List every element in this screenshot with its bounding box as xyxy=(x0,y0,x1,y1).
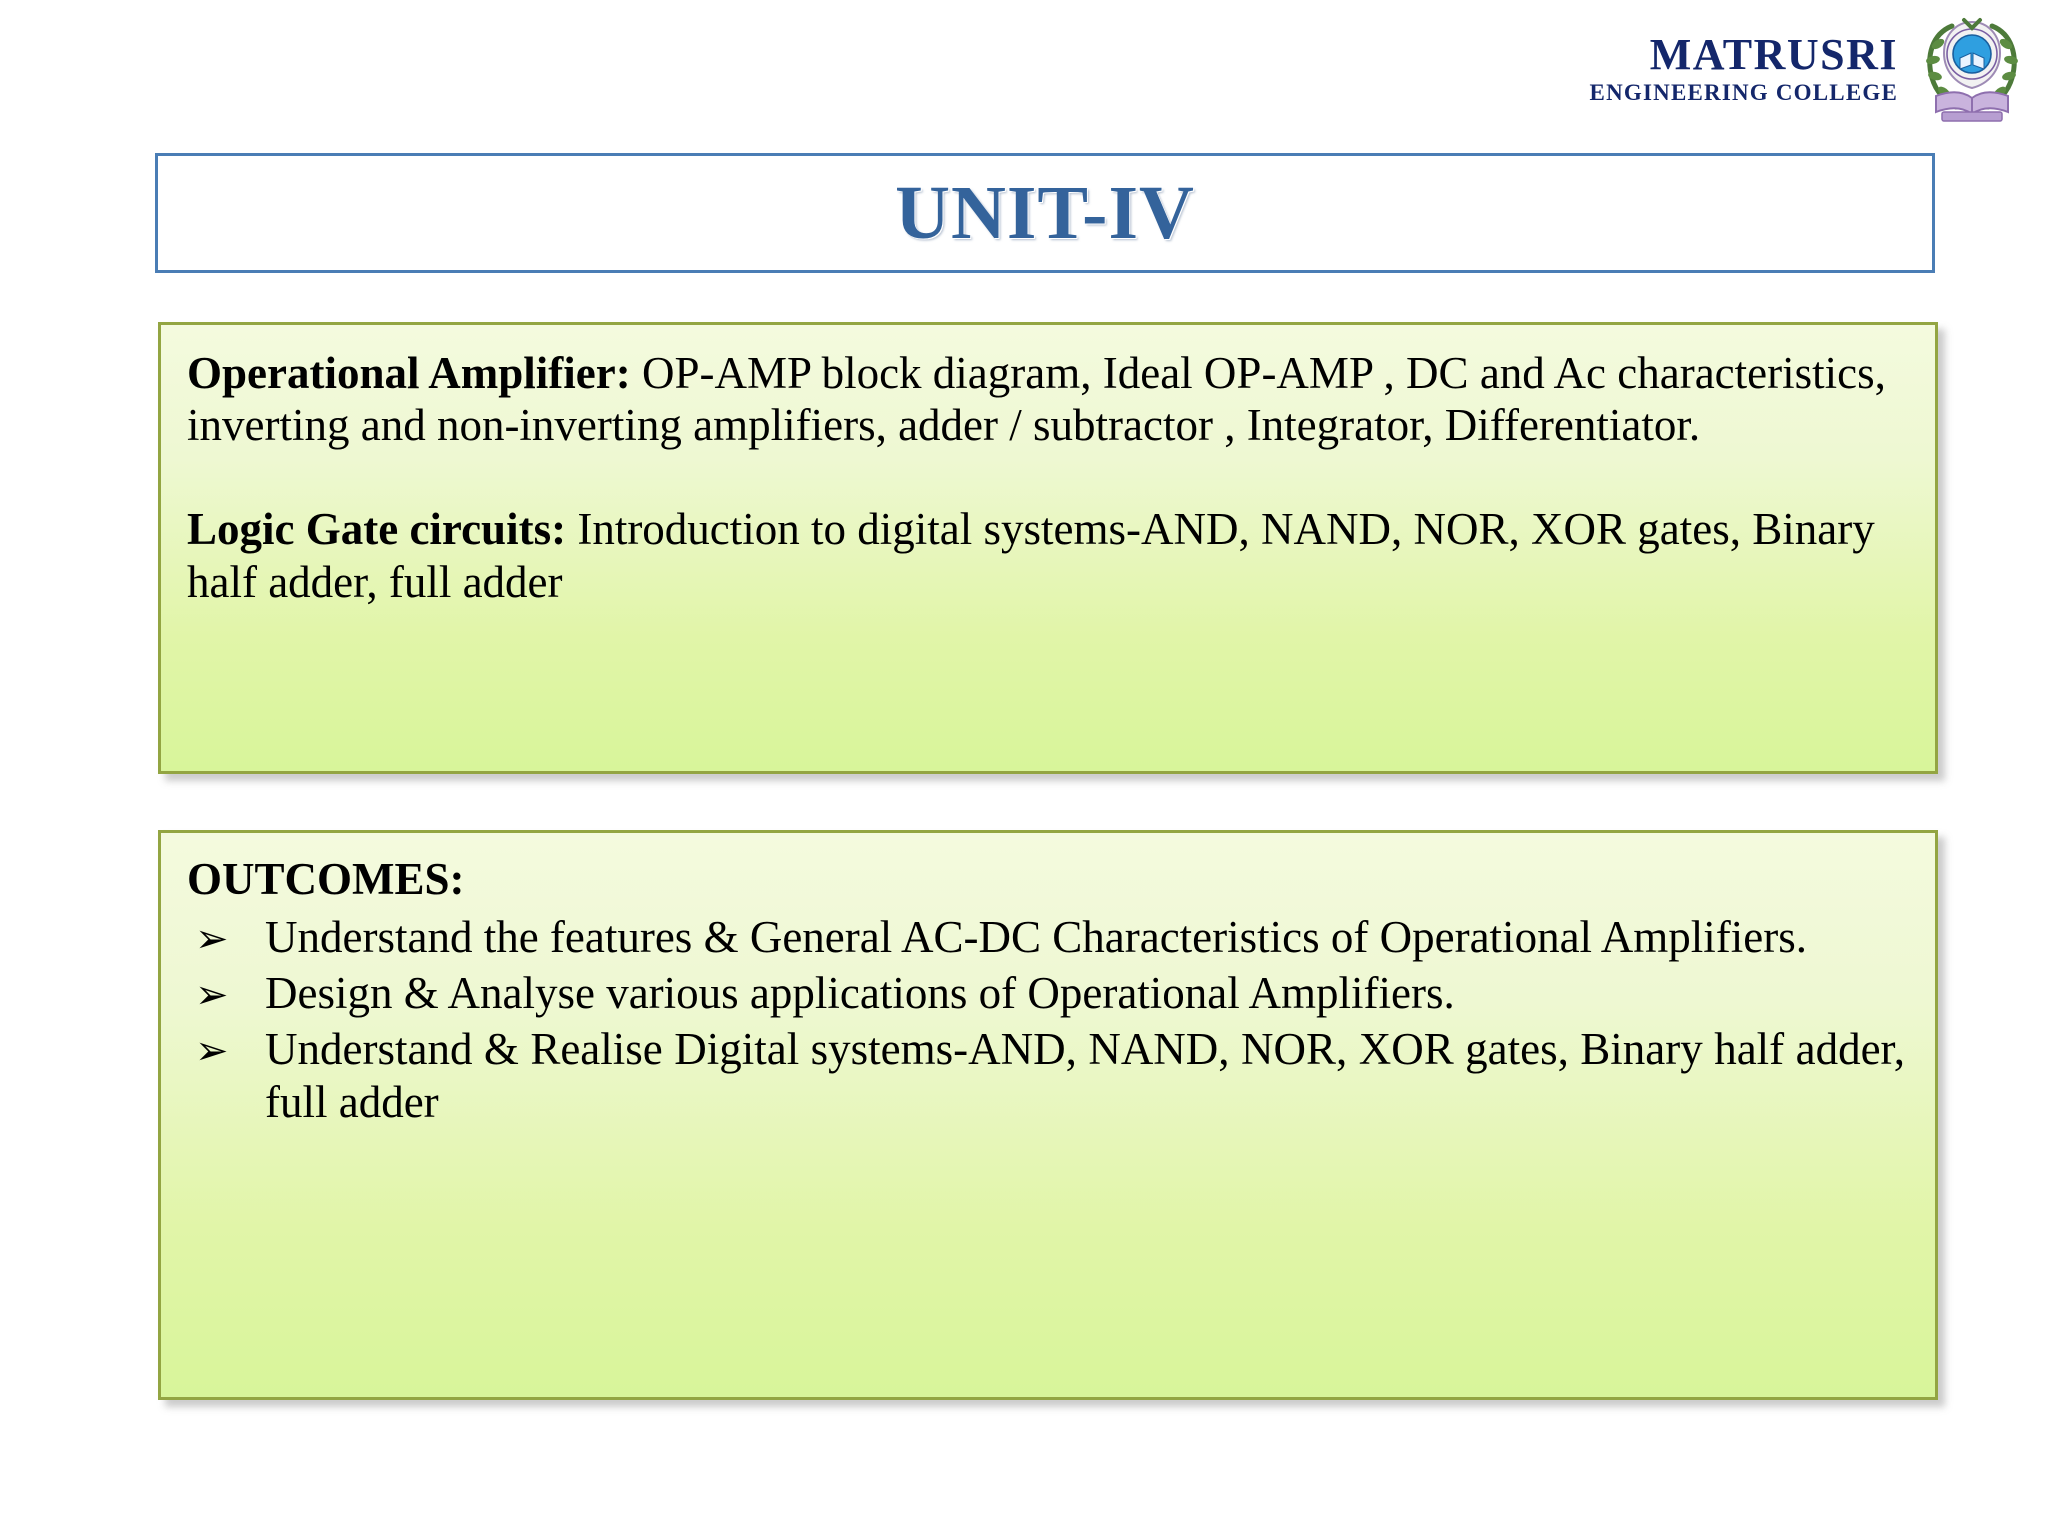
page-title: UNIT-IV xyxy=(895,170,1195,255)
paragraph-spacer xyxy=(187,451,1905,503)
syllabus-paragraph-op-amp: Operational Amplifier: OP-AMP block diag… xyxy=(187,347,1905,451)
arrow-bullet-icon: ➢ xyxy=(195,1028,229,1075)
outcomes-list: ➢ Understand the features & General AC-D… xyxy=(187,911,1905,1128)
syllabus-label-op-amp: Operational Amplifier: xyxy=(187,348,631,398)
college-logo-text: MATRUSRI ENGINEERING COLLEGE xyxy=(1589,29,1898,105)
college-subtitle: ENGINEERING COLLEGE xyxy=(1589,79,1898,105)
list-item-label: Understand & Realise Digital systems-AND… xyxy=(265,1024,1905,1127)
college-crest-emblem-icon xyxy=(1912,8,2032,128)
arrow-bullet-icon: ➢ xyxy=(195,916,229,962)
syllabus-body-logic-gates: Introduction to digital systems-AND, NAN… xyxy=(187,504,1875,607)
outcomes-content-box: OUTCOMES: ➢ Understand the features & Ge… xyxy=(158,830,1938,1400)
unit-title-box: UNIT-IV xyxy=(155,153,1935,273)
outcomes-heading: OUTCOMES: xyxy=(187,854,465,904)
college-name: MATRUSRI xyxy=(1649,29,1898,79)
list-item: ➢ Design & Analyse various applications … xyxy=(187,967,1905,1019)
syllabus-paragraph-logic-gates: Logic Gate circuits: Introduction to dig… xyxy=(187,503,1905,607)
list-item-label: Understand the features & General AC-DC … xyxy=(265,912,1808,962)
college-logo: MATRUSRI ENGINEERING COLLEGE xyxy=(1590,8,2032,128)
list-item-label: Design & Analyse various applications of… xyxy=(265,968,1455,1019)
list-item: ➢ Understand the features & General AC-D… xyxy=(187,911,1905,963)
list-item: ➢ Understand & Realise Digital systems-A… xyxy=(187,1023,1905,1127)
syllabus-content-box: Operational Amplifier: OP-AMP block diag… xyxy=(158,322,1938,774)
syllabus-label-logic-gates: Logic Gate circuits: xyxy=(187,504,567,555)
arrow-bullet-icon: ➢ xyxy=(195,972,229,1019)
syllabus-body-op-amp: OP-AMP block diagram, Ideal OP-AMP , DC … xyxy=(187,348,1886,451)
